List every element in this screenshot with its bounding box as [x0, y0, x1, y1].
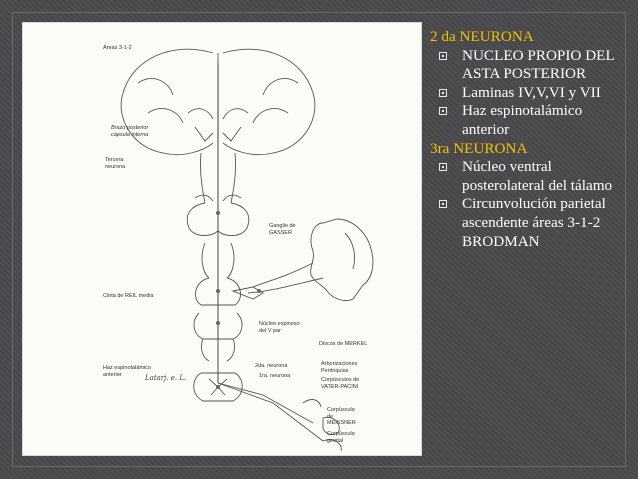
label-cinta: Cinta de REIL media	[103, 293, 154, 299]
list-item-text: Haz espinotalámico anterior	[462, 102, 583, 138]
label-vater: Corpúsculos de VATER-PACINI	[321, 377, 360, 390]
square-bullet-icon	[439, 88, 447, 97]
label-nucleo-espinoso: Núcleo espinoso del V par	[259, 321, 300, 334]
square-bullet-icon	[439, 163, 447, 172]
list-item-text: NUCLEO PROPIO DEL ASTA POSTERIOR	[462, 46, 615, 83]
list-tercera-neurona: Núcleo ventral posterolateral del tálamo…	[430, 158, 628, 251]
list-item-text: Circunvolución parietal ascendente áreas…	[462, 195, 606, 250]
list-item: Circunvolución parietal ascendente áreas…	[430, 195, 628, 251]
label-primera: 1ra. neurona	[259, 373, 291, 379]
label-segunda: 2da. neurona	[255, 363, 288, 369]
neural-pathway-figure: Áreas 3-1-2 Brazo posterior cápsula inte…	[22, 22, 422, 456]
square-bullet-icon	[439, 200, 447, 209]
list-item: Núcleo ventral posterolateral del tálamo	[430, 158, 628, 195]
label-discos: Discos de MERKEL	[319, 341, 368, 347]
text-panel: 2 da NEURONA NUCLEO PROPIO DEL ASTA POST…	[430, 28, 628, 251]
square-bullet-icon	[439, 51, 447, 60]
list-item: Haz espinotalámico anterior	[430, 102, 628, 139]
label-brazo: Brazo posterior cápsula interna	[111, 125, 149, 138]
label-signature: Latarj. e. L.	[145, 374, 187, 382]
list-item: Laminas IV,V,VI y VII	[430, 84, 628, 103]
heading-tercera-neurona: 3ra NEURONA	[430, 139, 528, 157]
square-bullet-icon	[439, 107, 447, 116]
slide-frame	[12, 12, 626, 467]
list-segunda-neurona: NUCLEO PROPIO DEL ASTA POSTERIOR Laminas…	[430, 47, 628, 140]
list-item: NUCLEO PROPIO DEL ASTA POSTERIOR	[430, 47, 628, 84]
pathway-drawing	[120, 48, 374, 452]
label-haz: Haz espinotalámico anterior	[103, 365, 151, 378]
heading-segunda-neurona: 2 da NEURONA	[430, 28, 534, 45]
label-areas: Áreas 3-1-2	[103, 45, 132, 51]
label-genital: Corpúsculo genital	[327, 431, 355, 444]
label-tercera: Tercera neurona	[105, 157, 126, 170]
label-meissner: Corpúsculo de MEISSNER	[327, 407, 356, 426]
label-ganglio: Ganglio de GASSER	[269, 223, 296, 236]
label-arborizaciones: Arborizaciones Peritriquias	[321, 361, 358, 374]
list-item-text: Laminas IV,V,VI y VII	[462, 83, 601, 101]
list-item-text: Núcleo ventral posterolateral del tálamo	[462, 158, 613, 194]
